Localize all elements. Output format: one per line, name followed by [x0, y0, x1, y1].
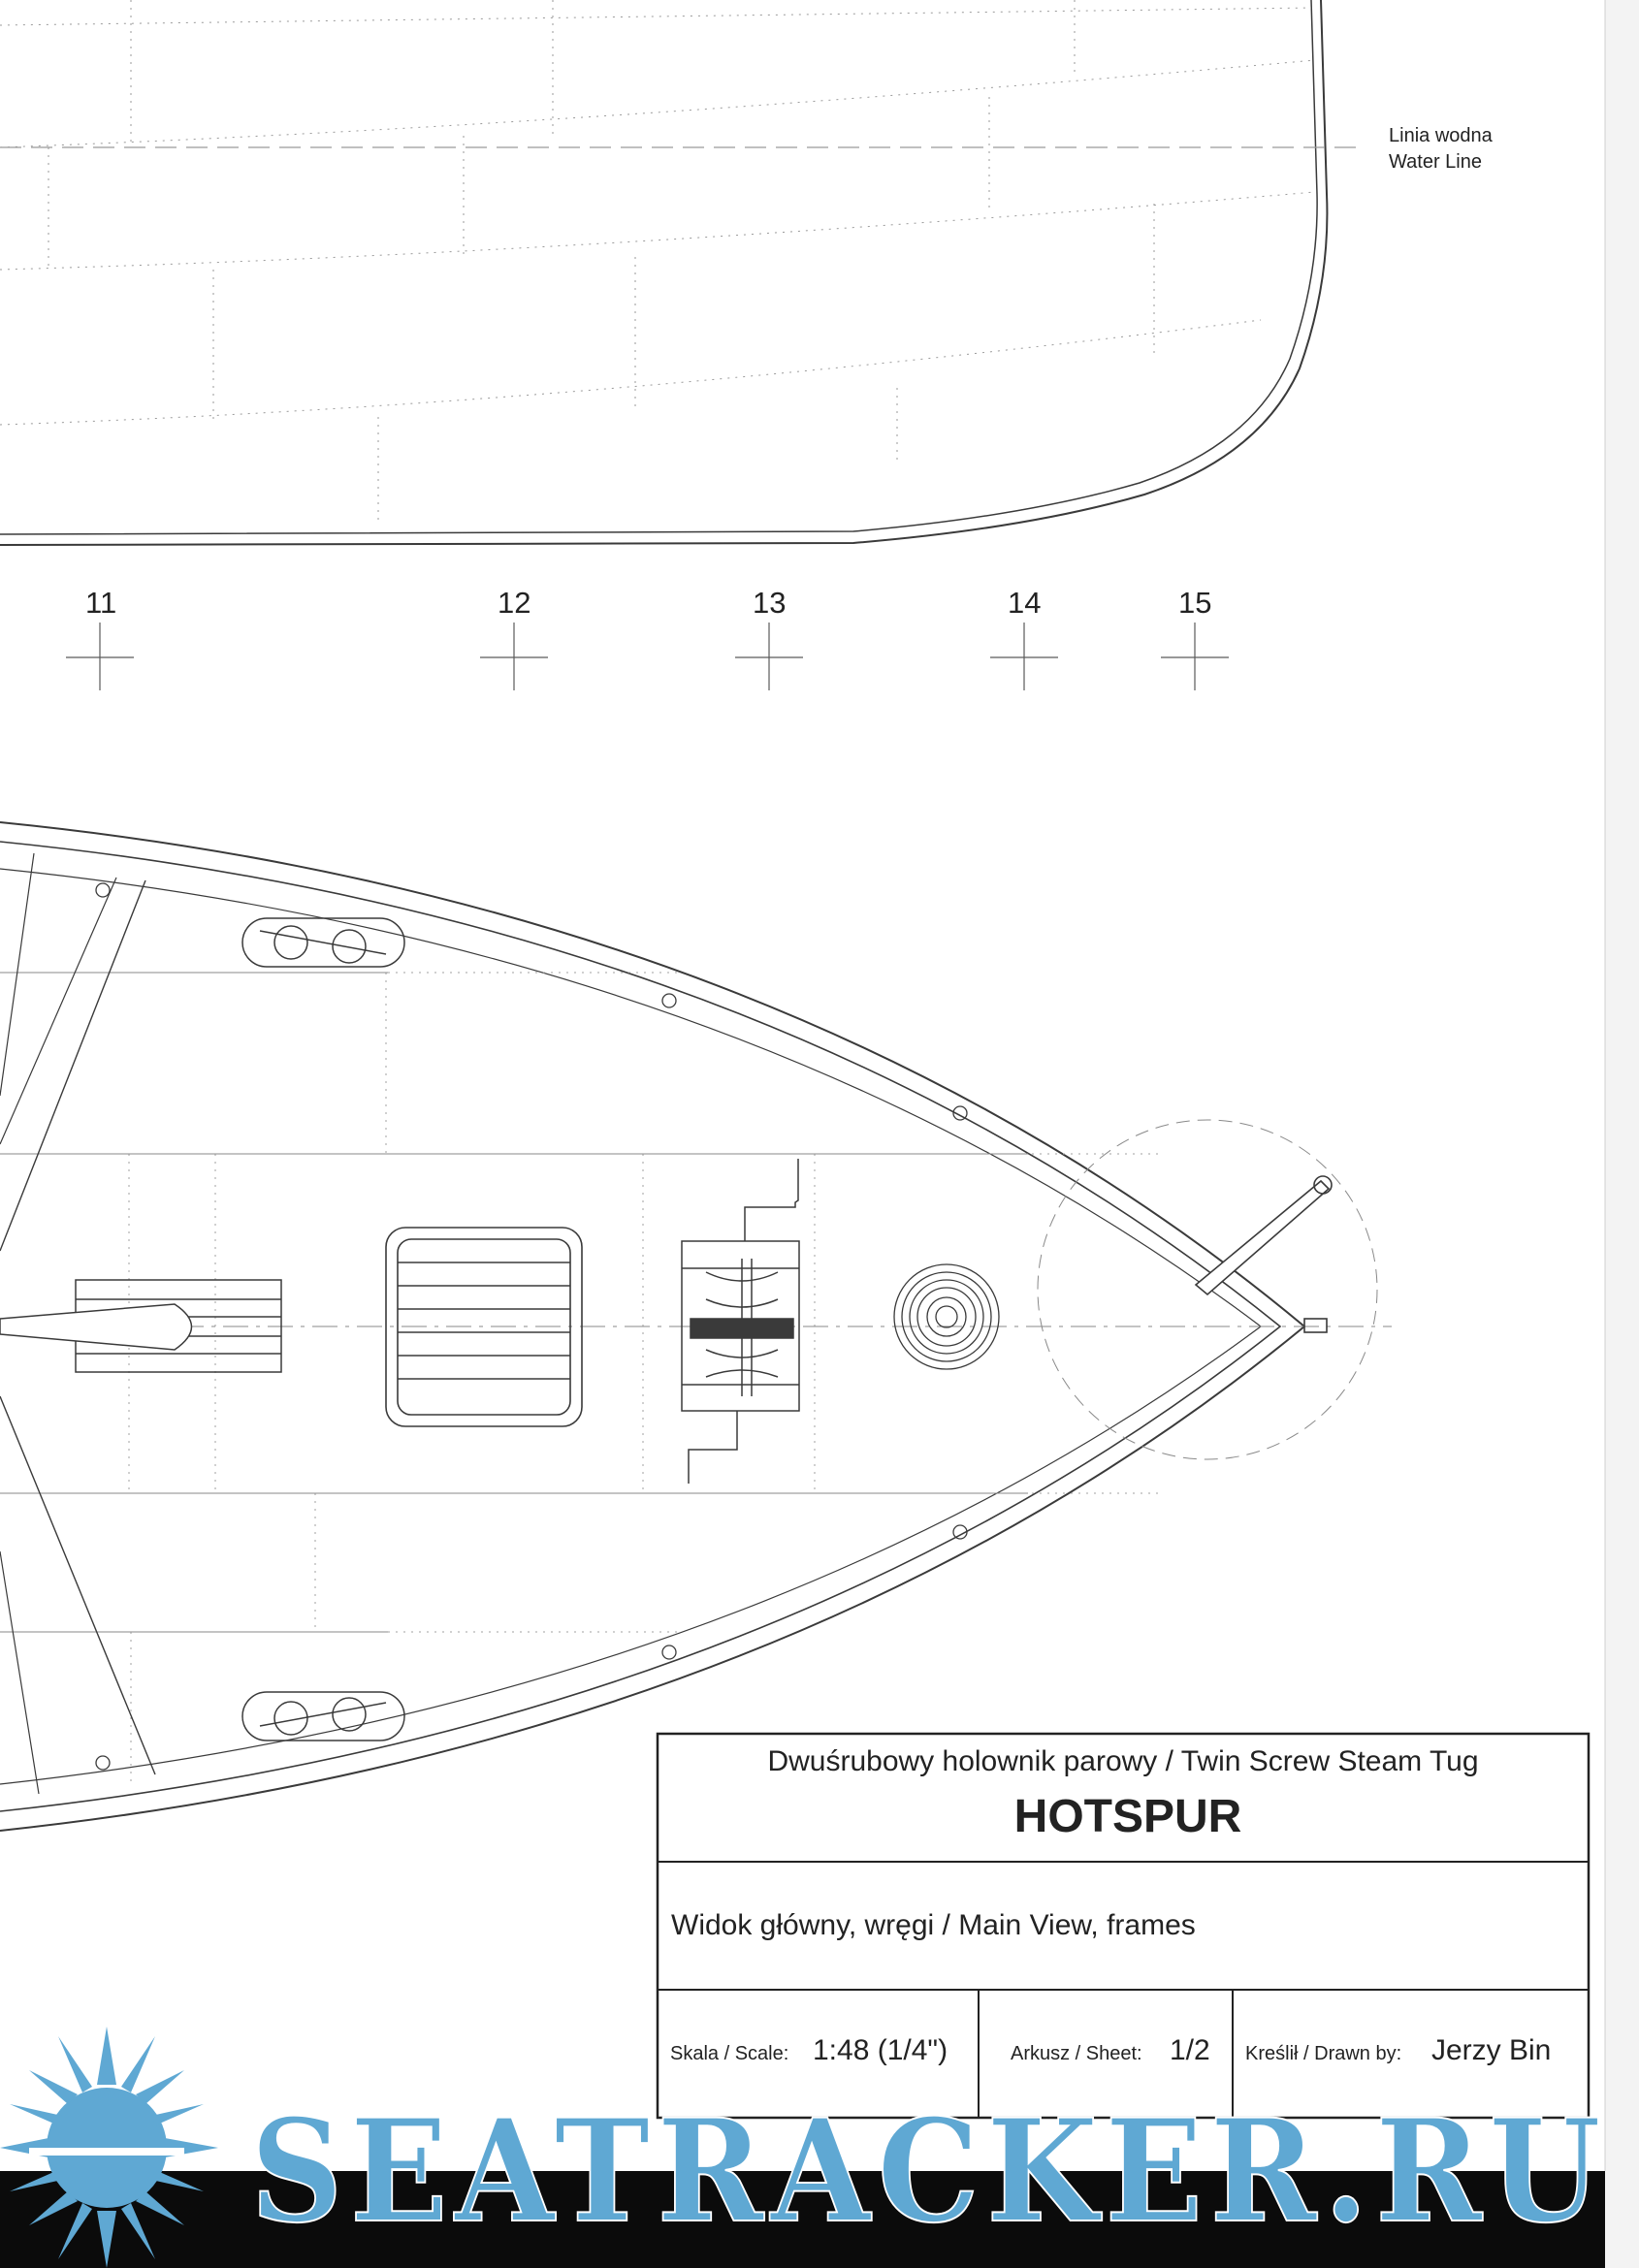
plating-seam: [0, 319, 1262, 426]
windlass-frame: [681, 1240, 800, 1412]
bitt-port: [241, 917, 405, 968]
bitt-post: [273, 1701, 308, 1736]
water-line-label-en: Water Line: [1389, 151, 1482, 173]
cargo-hatch: [385, 1227, 583, 1427]
frame-cross-15: [1161, 623, 1229, 690]
windlass-handle-top: [744, 1159, 799, 1241]
water-line-label: Linia wodna Water Line: [1389, 125, 1494, 173]
sun-rays: [0, 2027, 218, 2268]
frame-cross-14: [990, 623, 1058, 690]
eyebolt: [661, 1645, 677, 1660]
bitt-base: [241, 917, 405, 968]
scale-value: 1:48 (1/4"): [813, 2034, 948, 2066]
view-description: Widok główny, wręgi / Main View, frames: [671, 1909, 1196, 1941]
jackstaff-truck: [1313, 1175, 1333, 1195]
drawn-by-label: Kreślił / Drawn by:: [1245, 2043, 1401, 2064]
scan-bottom-strip: [0, 2171, 1639, 2268]
capstan-ring: [935, 1305, 958, 1328]
anchor-windlass: [681, 1159, 800, 1484]
title-block-frame: [656, 1732, 1591, 2120]
watermark-text: SEATRACKER.RU: [250, 2089, 1608, 2254]
side-view-hull: [0, 0, 1363, 546]
deck-plan: [0, 821, 1392, 1832]
bitt-bar: [259, 1702, 387, 1727]
towing-beam: [0, 1303, 193, 1351]
deck-lines: [0, 972, 1028, 1633]
bitt-post: [332, 929, 367, 964]
frame-label-14: 14: [1008, 586, 1041, 620]
frame-label-11: 11: [85, 586, 116, 620]
hatch-coaming-inner: [397, 1238, 571, 1416]
eyebolt: [661, 993, 677, 1008]
sun-icon: [0, 2027, 218, 2268]
capstan-ring: [901, 1271, 992, 1362]
windlass-handle-bottom: [688, 1411, 738, 1484]
scan-right-edge: [1605, 0, 1639, 2268]
capstan-ring: [909, 1279, 984, 1355]
frame-label-13: 13: [753, 586, 786, 620]
jackstaff: [1194, 1175, 1333, 1333]
eyebolt: [95, 882, 111, 898]
bitt-base: [241, 1691, 405, 1741]
hull-plating: [0, 7, 1316, 426]
plating-seam: [0, 7, 1312, 26]
bulwark-middle: [0, 841, 1282, 1812]
plating-seam: [0, 59, 1316, 148]
frame-label-15: 15: [1178, 586, 1211, 620]
bitt-post: [332, 1697, 367, 1732]
frame-cross-12: [480, 623, 548, 690]
bitt-post: [273, 925, 308, 960]
stem-head: [1303, 1318, 1328, 1333]
vessel-type: Dwuśrubowy holownik parowy / Twin Screw …: [767, 1745, 1478, 1777]
jackstaff-swing-circle: [1037, 1119, 1378, 1460]
scale-label: Skala / Scale:: [670, 2043, 788, 2064]
sun-horizon: [29, 2148, 184, 2156]
aft-diagonal: [0, 877, 117, 1145]
aft-diagonal: [0, 1550, 40, 1795]
frame-stations: 11 12 13 14 15: [66, 586, 1229, 690]
sheet-label: Arkusz / Sheet:: [1011, 2043, 1142, 2064]
aft-diagonal: [0, 879, 146, 1252]
hull-outline-outer: [0, 0, 1329, 546]
title-block: Dwuśrubowy holownik parowy / Twin Screw …: [656, 1732, 1591, 2120]
frame-label-12: 12: [498, 586, 530, 620]
aft-diagonal: [0, 1395, 156, 1775]
sheet-value: 1/2: [1170, 2034, 1210, 2066]
drawn-by-value: Jerzy Bin: [1431, 2034, 1551, 2066]
hull-plating-butts: [48, 0, 1155, 524]
bitt-starboard: [241, 1691, 405, 1741]
eyebolts: [95, 882, 968, 1771]
capstan-ring: [926, 1296, 967, 1337]
capstan-ring: [916, 1287, 977, 1347]
water-line-label-pl: Linia wodna: [1389, 125, 1494, 146]
frame-cross-13: [735, 623, 803, 690]
capstan: [893, 1263, 1000, 1370]
plating-seam: [0, 191, 1316, 271]
watermark: SEATRACKER.RU: [0, 2027, 1608, 2268]
towing-bar: [0, 1279, 282, 1373]
jackstaff-pole: [1194, 1179, 1331, 1296]
aft-diagonal: [0, 852, 35, 1097]
capstan-ring: [893, 1263, 1000, 1370]
hull-outline-inner: [0, 0, 1318, 535]
frame-cross-11: [66, 623, 134, 690]
eyebolt: [95, 1755, 111, 1771]
hatch-coaming-outer: [385, 1227, 583, 1427]
bitt-bar: [259, 930, 387, 955]
eyebolt: [952, 1105, 968, 1121]
eyebolt: [952, 1524, 968, 1540]
vessel-name: HOTSPUR: [1014, 1791, 1242, 1842]
